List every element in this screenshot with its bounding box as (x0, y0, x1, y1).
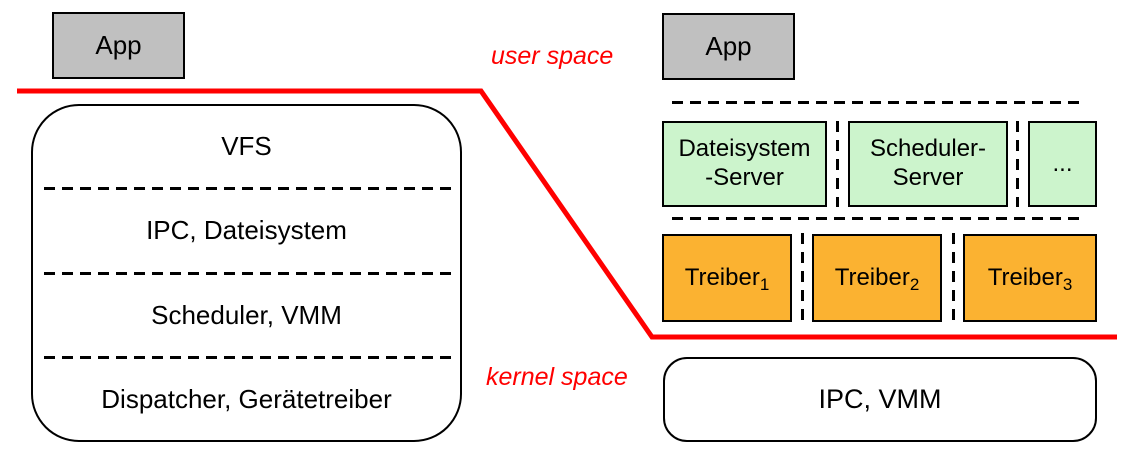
monolithic-kernel-box: VFS IPC, Dateisystem Scheduler, VMM Disp… (31, 104, 462, 442)
treiber1-box: Treiber1 (662, 234, 792, 322)
driver-divider (952, 233, 955, 322)
process-boundary-dash-bottom (672, 217, 1085, 220)
monolithic-app-box: App (52, 12, 185, 79)
driver-label: Treiber2 (834, 264, 920, 294)
driver-label-sub: 3 (1062, 275, 1073, 294)
treiber2-box: Treiber2 (812, 234, 942, 322)
microkernel-kernel-label: IPC, VMM (818, 384, 942, 414)
treiber3-box: Treiber3 (963, 234, 1097, 322)
driver-label-base: Treiber (987, 264, 1063, 291)
driver-label-sub: 2 (909, 275, 920, 294)
server-divider (836, 121, 839, 207)
server-label-line: Scheduler- (869, 135, 987, 163)
layer-scheduler-vmm: Scheduler, VMM (151, 299, 342, 330)
layer-divider (44, 355, 452, 359)
driver-label-base: Treiber (834, 264, 910, 291)
scheduler-server-box: Scheduler- Server (848, 121, 1008, 207)
driver-label-base: Treiber (684, 264, 760, 291)
microkernel-app-label: App (705, 31, 752, 61)
layer-ipc-dateisystem: IPC, Dateisystem (146, 215, 347, 246)
microkernel-kernel-box: IPC, VMM (663, 357, 1097, 442)
monolithic-app-label: App (95, 30, 142, 60)
layer-dispatcher-geraetetreiber: Dispatcher, Gerätetreiber (101, 383, 392, 414)
dateisystem-server-box: Dateisystem -Server (662, 121, 827, 207)
driver-divider (801, 233, 804, 322)
server-label-line: Server (892, 164, 964, 191)
driver-label: Treiber1 (684, 264, 770, 294)
process-boundary-dash-top (672, 101, 1085, 104)
more-servers-box: ... (1028, 121, 1097, 207)
layer-vfs: VFS (221, 131, 272, 162)
driver-label: Treiber3 (987, 264, 1073, 294)
server-label-line: Dateisystem (678, 135, 811, 163)
user-space-label: user space (491, 42, 614, 70)
driver-label-sub: 1 (759, 275, 770, 294)
server-divider (1016, 121, 1019, 207)
ellipsis-label: ... (1052, 149, 1073, 177)
server-label-line: -Server (705, 164, 784, 191)
microkernel-app-box: App (662, 13, 795, 80)
kernel-space-label: kernel space (486, 363, 628, 391)
